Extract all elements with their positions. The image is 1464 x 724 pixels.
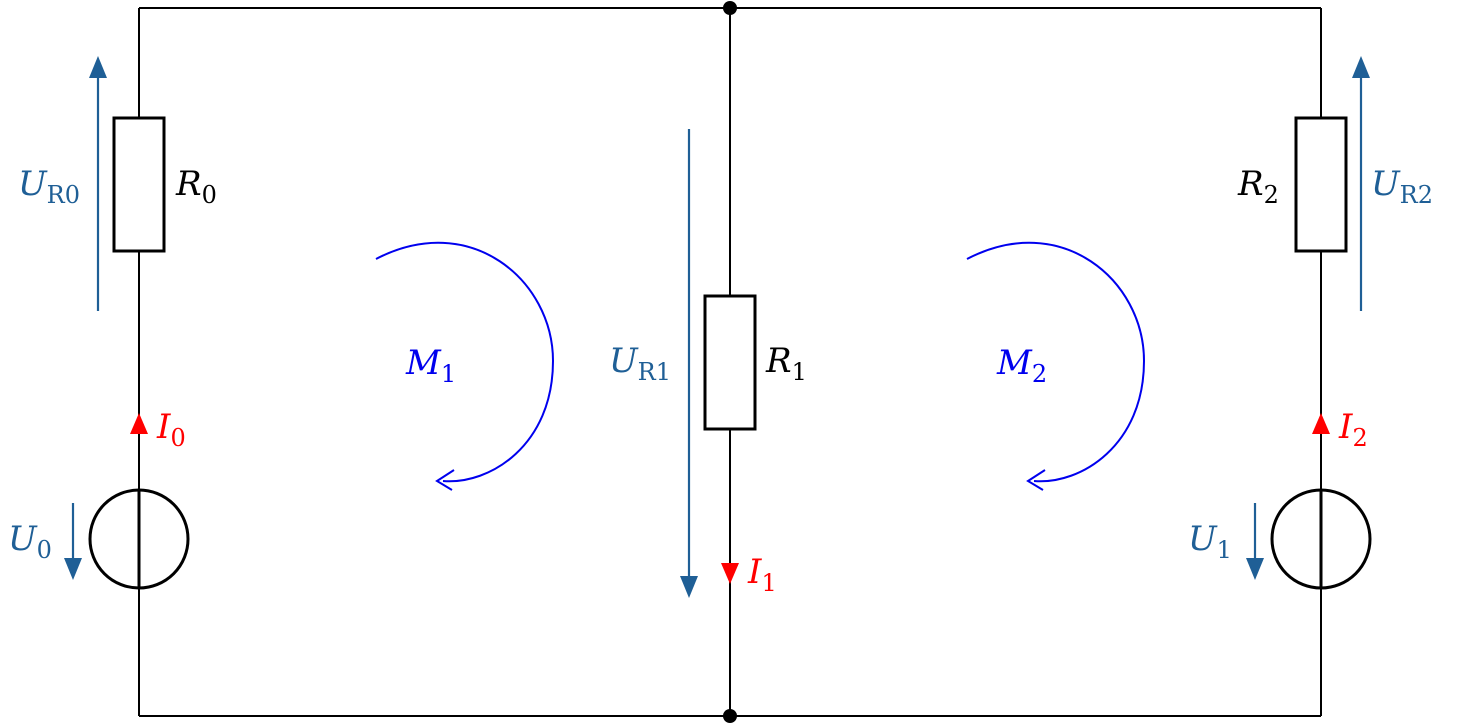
label-ur0: UR0 [18, 164, 80, 209]
mesh-arrow-m1 [375, 241, 555, 491]
current-arrow-i2 [1312, 413, 1330, 434]
mesh-arrow-m2 [966, 241, 1146, 491]
voltage-arrow-ur1 [680, 129, 698, 598]
voltage-source-u0 [88, 488, 190, 590]
top-junction-node [723, 1, 737, 15]
resistor-r1 [703, 294, 757, 431]
voltage-arrow-ur0 [89, 56, 107, 311]
resistor-r0 [112, 116, 166, 253]
label-u0: U0 [8, 519, 52, 564]
label-m1: M1 [405, 343, 456, 388]
label-m2: M2 [996, 343, 1047, 388]
current-arrow-i0 [130, 413, 148, 434]
bottom-junction-node [723, 709, 737, 723]
current-arrow-i1 [721, 563, 739, 584]
label-u1: U1 [1188, 519, 1232, 564]
label-i1: I1 [747, 552, 777, 597]
label-i2: I2 [1338, 407, 1368, 452]
resistor-r2 [1294, 116, 1348, 253]
label-i0: I0 [156, 407, 186, 452]
voltage-source-u1 [1270, 488, 1372, 590]
voltage-arrow-u1 [1246, 503, 1264, 580]
label-r2: R2 [1237, 164, 1279, 209]
label-r0: R0 [175, 164, 217, 209]
label-ur1: UR1 [609, 341, 671, 386]
voltage-arrow-u0 [64, 503, 82, 580]
label-ur2: UR2 [1371, 164, 1433, 209]
voltage-arrow-ur2 [1352, 56, 1370, 311]
label-r1: R1 [765, 341, 807, 386]
